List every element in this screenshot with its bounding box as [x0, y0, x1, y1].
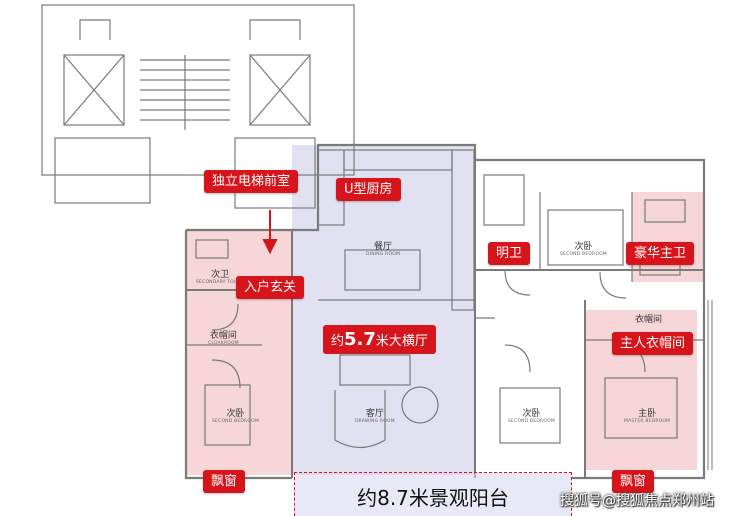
elevator-right: [249, 54, 311, 126]
tag-entrance: 入户玄关: [236, 276, 305, 299]
hall-suffix: 米大横厅: [375, 334, 428, 349]
bed-mid: [499, 387, 561, 444]
bed-master: [604, 377, 678, 439]
hall-prefix: 约: [331, 334, 345, 349]
stair-treads: [140, 55, 230, 130]
watermark: 搜狐号@搜狐焦点郑州站: [560, 493, 714, 509]
tag-bay-window-left: 飘窗: [203, 470, 246, 493]
tag-kitchen: U型厨房: [336, 178, 401, 201]
balcony-label: 约8.7米景观阳台: [357, 486, 509, 510]
room-label-cloakroom-right: 衣帽间: [635, 315, 663, 325]
tag-bay-window-right: 飘窗: [612, 470, 655, 493]
master-bath-zone-fill: [632, 192, 704, 282]
elevator-left: [63, 54, 125, 126]
tag-elevator-lobby: 独立电梯前室: [204, 170, 299, 193]
tag-luxury-master-bath: 豪华主卫: [626, 242, 695, 265]
balcony-zone: 约8.7米景观阳台: [294, 472, 572, 516]
bed-left: [204, 384, 251, 446]
core-outline: [41, 4, 355, 176]
dining-table: [344, 249, 421, 291]
tag-master-closet: 主人衣帽间: [612, 332, 694, 355]
sofa: [334, 390, 386, 449]
tag-bright-bath: 明卫: [488, 242, 531, 265]
bed-top-right: [547, 209, 624, 266]
hall-number: 5.7: [344, 329, 376, 350]
tag-living-hall-width: 约5.7米大横厅: [323, 325, 436, 354]
left-private-zone-fill: [186, 230, 292, 475]
